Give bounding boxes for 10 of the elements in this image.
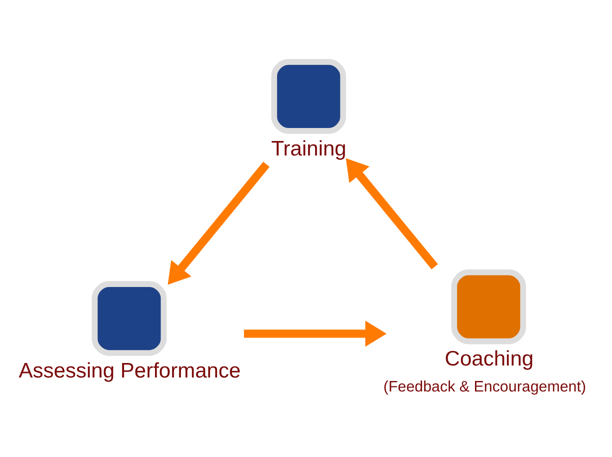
node-label: Training (271, 137, 346, 160)
node-box (271, 59, 346, 134)
arrow (168, 162, 270, 285)
node-box (451, 269, 526, 344)
node-box (92, 281, 167, 356)
node-label: (Feedback & Encouragement) (383, 378, 586, 396)
arrow (244, 320, 387, 347)
arrow (346, 158, 438, 270)
node-label: Assessing Performance (18, 359, 241, 382)
node-label: Coaching (444, 348, 534, 371)
